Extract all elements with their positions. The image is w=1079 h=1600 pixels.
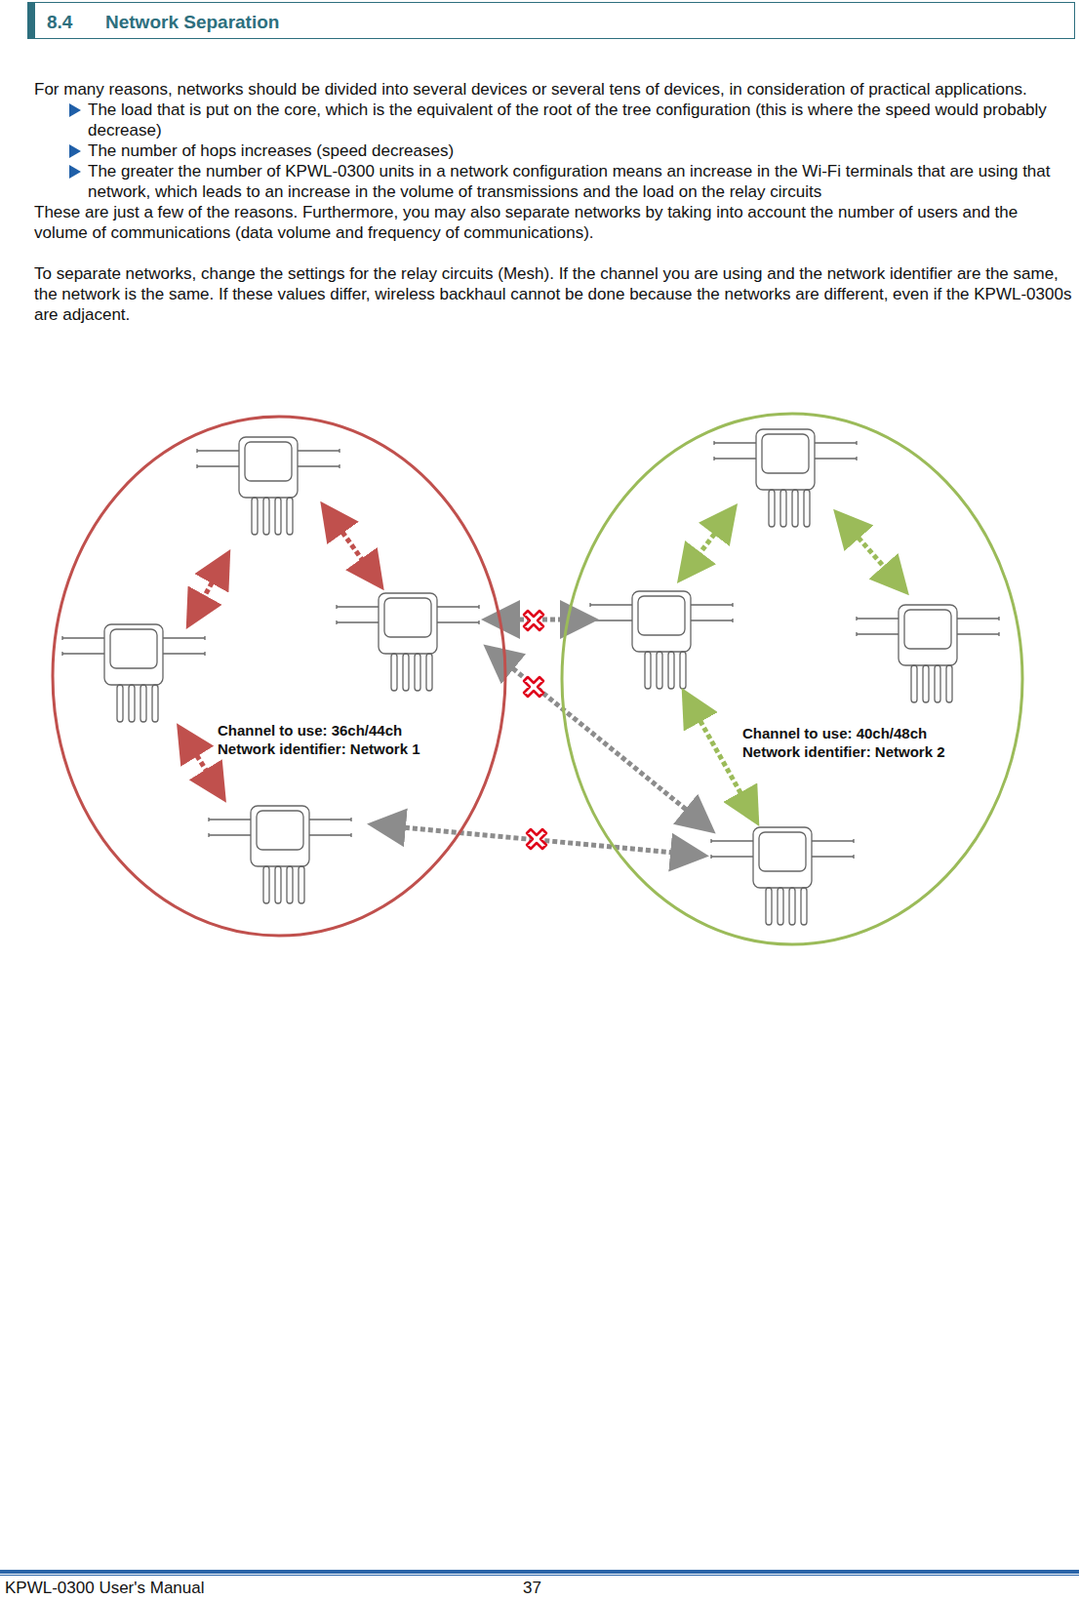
relay-device [208,805,352,904]
region-label: Channel to use: 36ch/44ch Network identi… [217,720,444,759]
bullet-marker [69,164,81,179]
relay-device [336,593,480,691]
bullet-marker [69,144,81,159]
region-ellipse [561,413,1023,945]
relay-device [62,624,205,722]
bullet-marker [69,103,81,118]
footer-rule [0,1574,1079,1576]
paragraph: These are just a few of the reasons. Fur… [34,201,1075,243]
relay-device [590,591,733,689]
body-text: For many reasons, networks should be div… [34,79,1075,325]
device-units [62,429,1000,925]
manual-name: KPWL-0300 User's Manual [4,1578,205,1599]
page-number: 37 [522,1578,542,1599]
network-region: Channel to use: 36ch/44ch Network identi… [50,414,508,938]
footer: KPWL-0300 User's Manual 37 [0,1576,1079,1600]
relay-device [714,429,857,527]
region-ellipse [52,416,506,936]
blocked-marks [523,610,547,849]
network-region: Channel to use: 40ch/48ch Network identi… [559,411,1025,947]
section-number: 8.4 [46,11,73,34]
bullet-item: The number of hops increases (speed decr… [87,140,1075,161]
bullet-item: The greater the number of KPWL-0300 unit… [87,160,1075,202]
relay-device [856,604,1000,703]
relay-device [197,437,340,535]
link-arrows [184,513,900,855]
footer-rule [0,1569,1079,1574]
region-label: Channel to use: 40ch/48ch Network identi… [742,723,969,761]
paragraph: To separate networks, change the setting… [34,263,1075,325]
region-outline [559,411,1025,947]
blocked-mark [523,610,544,631]
region-outline [50,414,508,938]
blocked-mark [526,829,547,849]
blocked-mark [523,677,544,697]
section-title: Network Separation [105,11,280,34]
relay-device [711,827,854,925]
heading-box: 8.4 Network Separation [27,1,1076,40]
paragraph: For many reasons, networks should be div… [34,79,1075,100]
bullet-item: The load that is put on the core, which … [87,99,1075,141]
